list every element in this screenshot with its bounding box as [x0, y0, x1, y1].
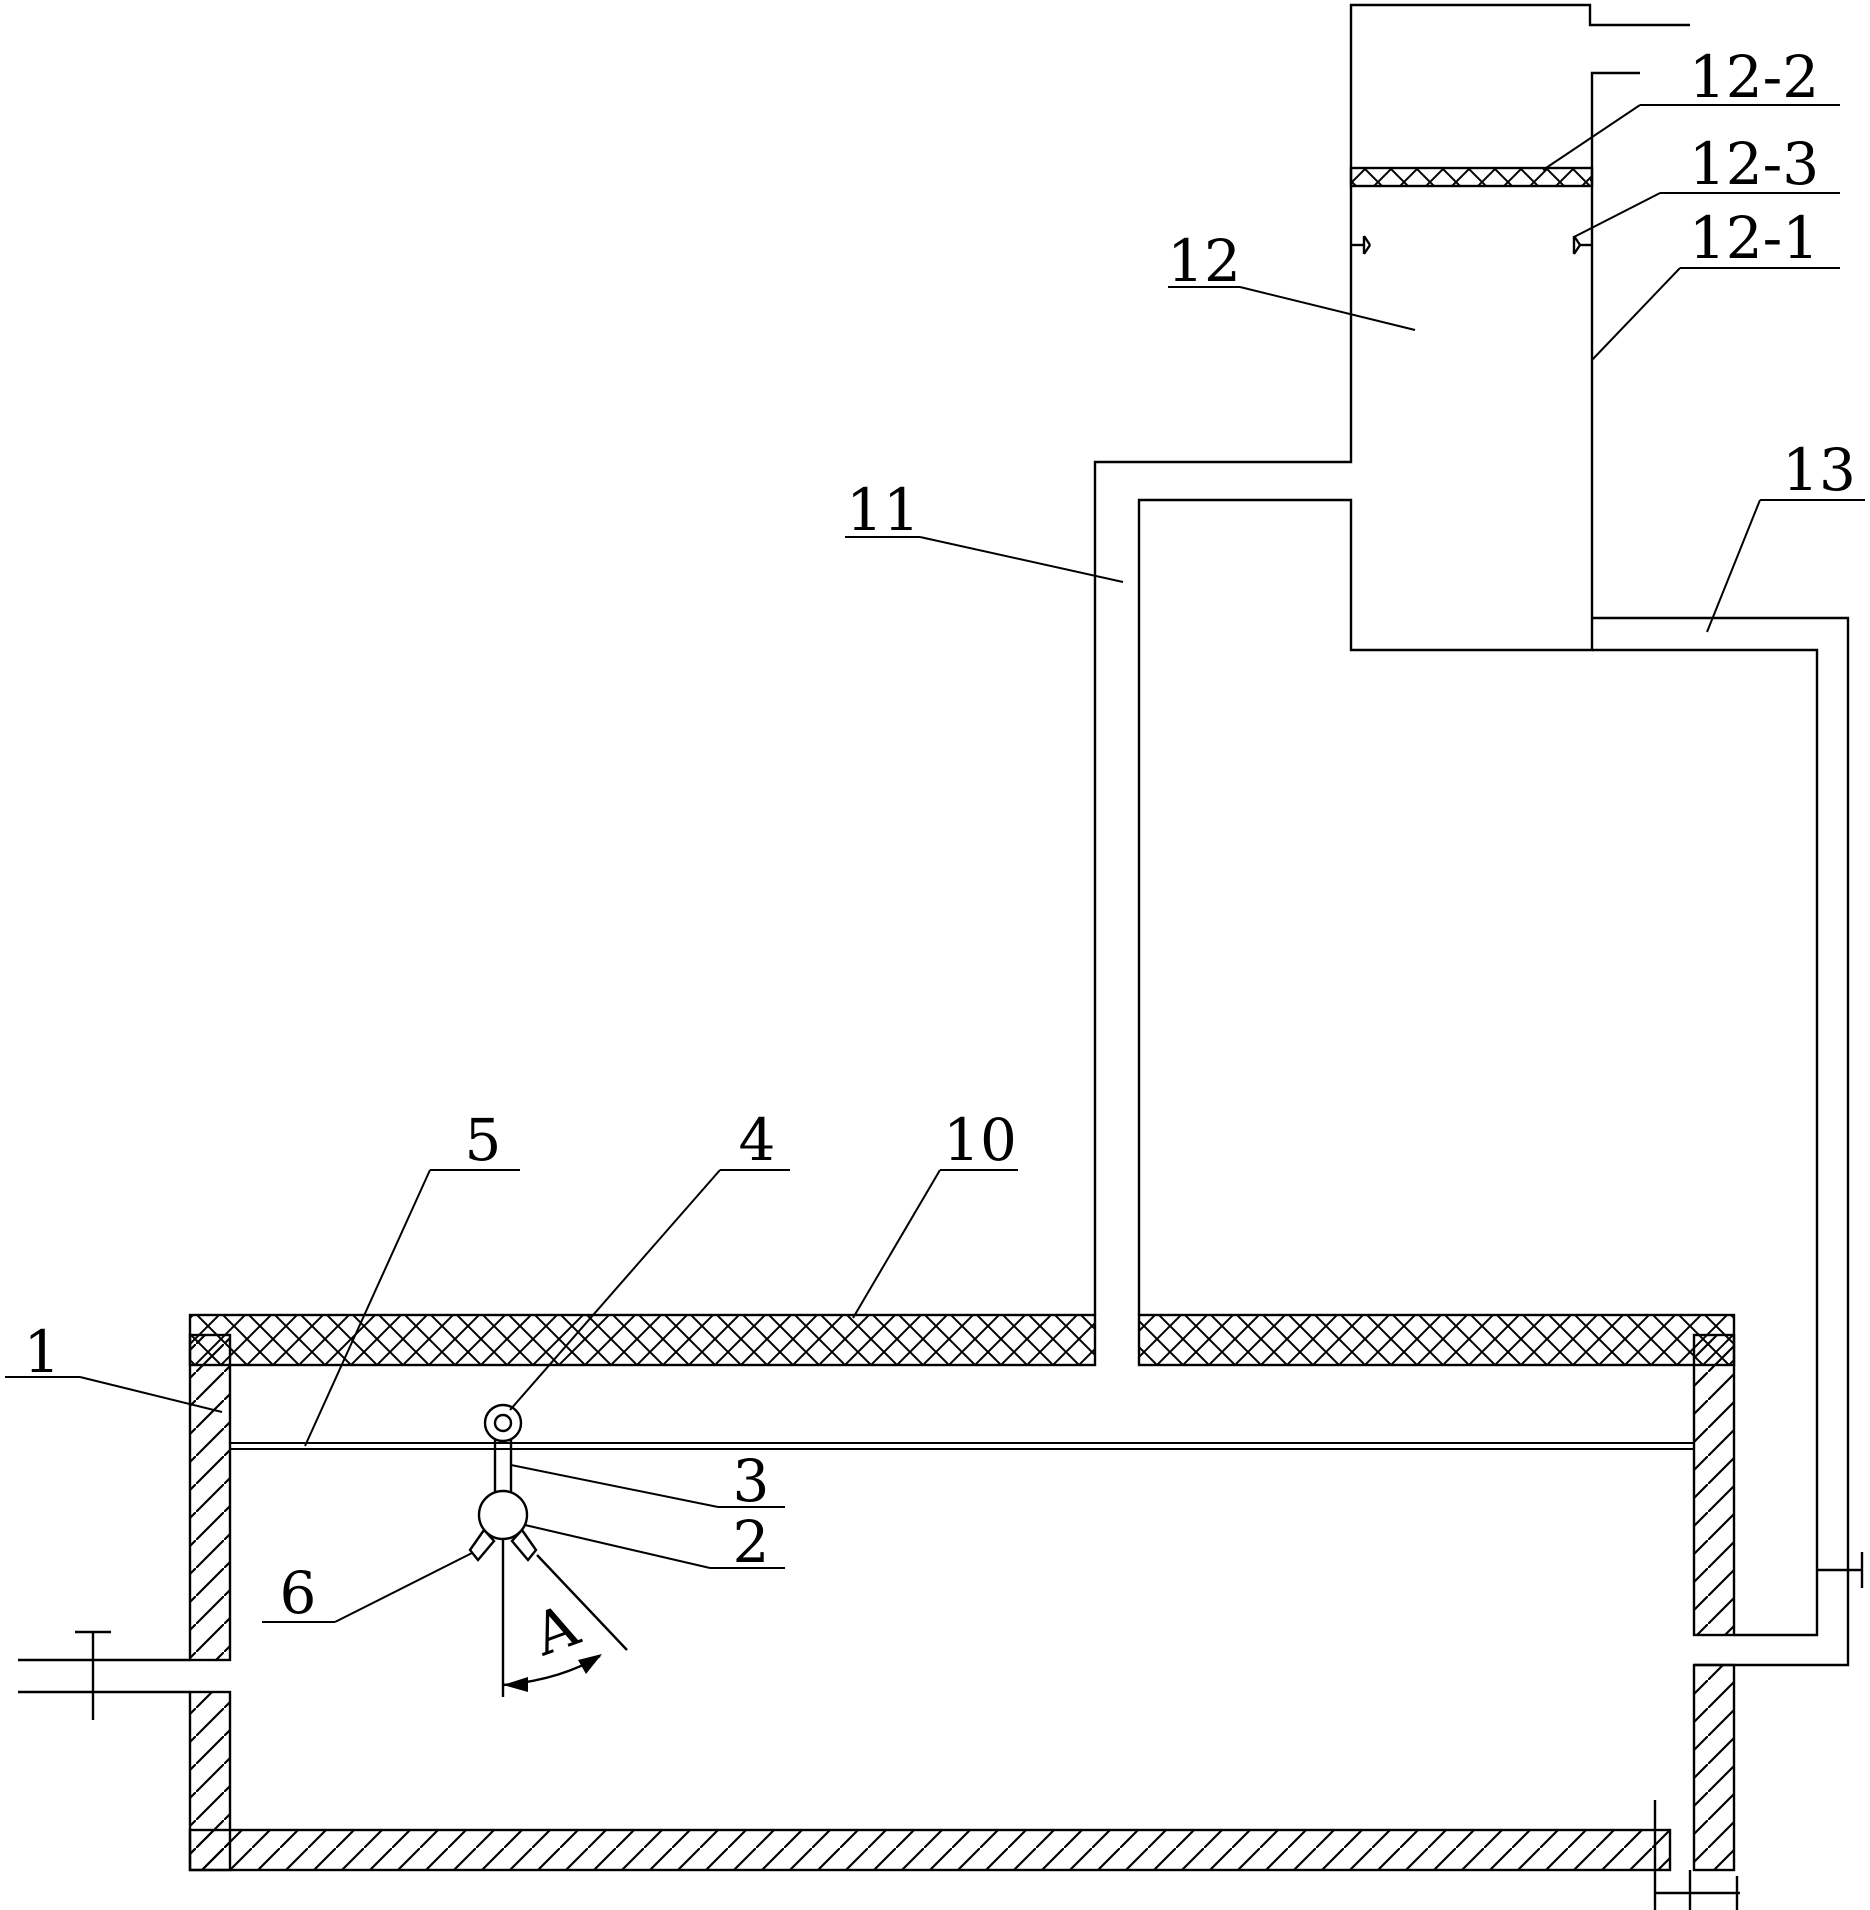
- trolley-wheel: [483, 1403, 523, 1443]
- separator-mesh: [1349, 166, 1594, 188]
- drain-pipe: [1653, 1800, 1740, 1910]
- spray-nozzle-left: [468, 1528, 496, 1562]
- label-12: 12: [1167, 227, 1241, 295]
- tank-right-wall-lower: [1692, 1663, 1736, 1872]
- label-12-1: 12-1: [1689, 204, 1819, 272]
- label-11: 11: [846, 476, 920, 544]
- tank-bottom-wall: [188, 1828, 1672, 1872]
- label-4: 4: [739, 1106, 776, 1174]
- return-pipe: [1592, 616, 1864, 1667]
- support-arm: [493, 1440, 513, 1492]
- label-5: 5: [465, 1106, 502, 1174]
- spray-nozzle-right: [510, 1528, 538, 1562]
- tank-right-wall-upper: [1692, 1333, 1736, 1637]
- label-2: 2: [733, 1508, 770, 1576]
- separator-nozzle-right: [1572, 235, 1592, 255]
- tank-left-wall-upper: [188, 1333, 232, 1662]
- label-3: 3: [733, 1447, 770, 1515]
- label-10: 10: [943, 1106, 1017, 1174]
- label-6: 6: [280, 1559, 317, 1627]
- label-12-3: 12-3: [1689, 130, 1819, 198]
- spray-angle-indicator: [501, 1539, 628, 1697]
- label-1: 1: [24, 1318, 61, 1386]
- label-13: 13: [1782, 436, 1856, 504]
- label-angle: A: [524, 1591, 589, 1670]
- guide-rail: [230, 1442, 1694, 1450]
- insulation-lid-right: [1137, 1313, 1736, 1367]
- inlet-pipe: [18, 1630, 190, 1720]
- separator-nozzle-left: [1351, 235, 1371, 255]
- riser-pipe: [1093, 3, 1690, 1315]
- insulation-lid-left: [188, 1313, 1097, 1367]
- label-12-2: 12-2: [1689, 43, 1819, 111]
- leader-lines: [5, 104, 1865, 1623]
